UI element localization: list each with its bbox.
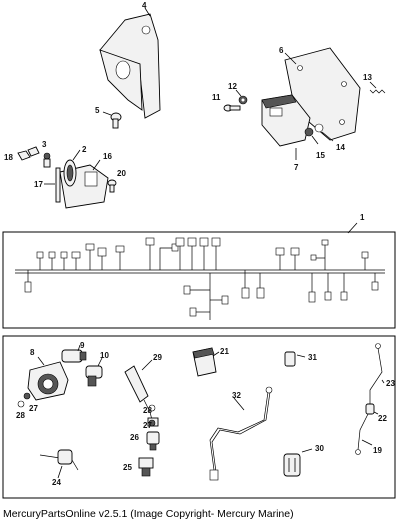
part-26-switch: [146, 431, 160, 451]
part-1-wiring-harness: [15, 237, 385, 320]
callout-30: 30: [315, 444, 324, 453]
callout-27-left: 27: [29, 404, 38, 413]
part-20-screw: [107, 179, 117, 193]
part-2-sensor: [63, 149, 81, 187]
part-11-screw: [223, 104, 241, 112]
callout-27-centre: 27: [143, 421, 152, 430]
part-8-sender: [27, 356, 69, 401]
callout-4: 4: [142, 1, 147, 10]
callout-26: 26: [130, 433, 139, 442]
callout-6: 6: [279, 46, 284, 55]
callout-13: 13: [363, 73, 372, 82]
callout-23: 23: [386, 379, 395, 388]
part-28-oring-centre: [148, 404, 156, 412]
callout-11: 11: [212, 93, 221, 102]
part-31-fuse: [284, 351, 306, 367]
callout-14: 14: [336, 143, 345, 152]
callout-19: 19: [373, 446, 382, 455]
part-19-lead: [355, 413, 373, 455]
copyright-footer: MercuryPartsOnline v2.5.1 (Image Copyrig…: [3, 508, 294, 520]
part-5-screw: [102, 111, 122, 129]
part-28-oring-left: [17, 400, 25, 408]
callout-32: 32: [232, 391, 241, 400]
parts-box: [2, 335, 396, 499]
callout-28-centre: 28: [143, 406, 152, 415]
part-24-lead: [39, 449, 79, 479]
callout-17: 17: [34, 180, 43, 189]
callout-7: 7: [294, 163, 299, 172]
part-4-bracket: [99, 7, 161, 119]
part-23-lead: [369, 343, 385, 404]
part-7-module: [261, 94, 311, 160]
callout-2: 2: [82, 145, 87, 154]
callout-8: 8: [30, 348, 35, 357]
part-14-washer: [314, 123, 334, 142]
part-18-clip: [17, 146, 40, 161]
callout-20: 20: [117, 169, 126, 178]
callout-1: 1: [360, 213, 365, 222]
callout-22: 22: [378, 414, 387, 423]
part-27-washer-left: [23, 392, 31, 400]
harness-box: [2, 231, 396, 329]
callout-31: 31: [308, 353, 317, 362]
callout-28-left: 28: [16, 411, 25, 420]
callout-29: 29: [153, 353, 162, 362]
callout-5: 5: [95, 106, 100, 115]
callout-25: 25: [123, 463, 132, 472]
part-29-sensor: [124, 359, 159, 427]
part-27-washer-centre: [148, 419, 156, 427]
part-15-nut: [304, 127, 319, 145]
part-21-relay: [192, 347, 220, 377]
part-17-pin: [44, 167, 61, 203]
callout-15: 15: [316, 151, 325, 160]
part-30-connector: [283, 448, 313, 477]
callout-16: 16: [103, 152, 112, 161]
callout-12: 12: [228, 82, 237, 91]
part-12-washer: [235, 89, 248, 105]
part-22-fitting: [365, 403, 379, 415]
callout-9: 9: [80, 341, 85, 350]
part-9-fitting: [61, 344, 87, 363]
part-25-sender: [138, 457, 154, 477]
callout-10: 10: [100, 351, 109, 360]
callout-24: 24: [52, 478, 61, 487]
part-10-fitting: [85, 357, 103, 387]
callout-18: 18: [4, 153, 13, 162]
callout-3: 3: [42, 140, 47, 149]
part-32-harness: [209, 386, 273, 481]
part-3-clip: [43, 152, 51, 168]
callout-21: 21: [220, 347, 229, 356]
part-13-spring: [369, 81, 386, 94]
